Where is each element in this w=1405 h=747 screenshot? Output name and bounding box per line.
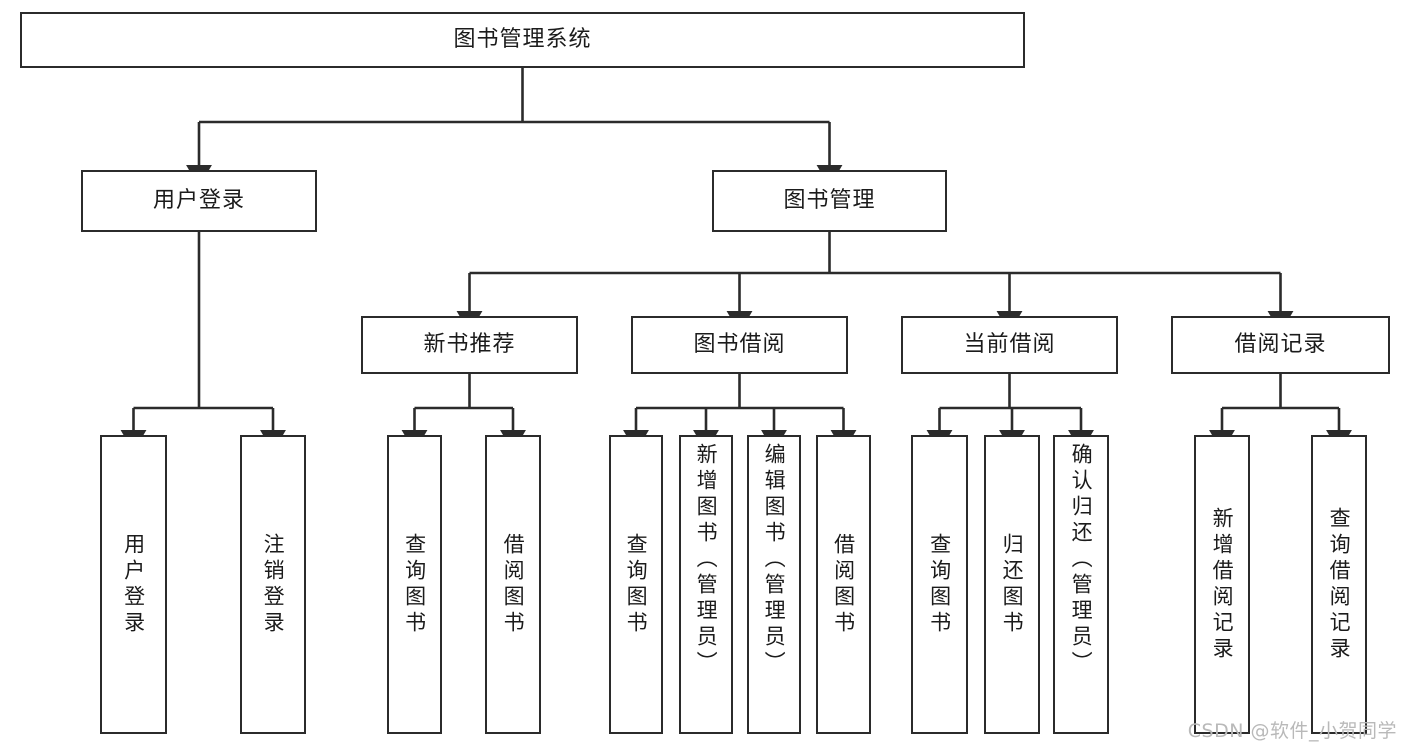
node-label: 查询借阅记录 bbox=[1327, 506, 1352, 663]
node-label: 查询图书 bbox=[624, 532, 649, 637]
node-new_book_rec[interactable]: 新书推荐 bbox=[361, 316, 578, 374]
watermark-text: CSDN @软件_小贺同学 bbox=[1187, 720, 1397, 742]
edges bbox=[120, 68, 1352, 452]
node-leaf_query_b2[interactable]: 查询图书 bbox=[609, 435, 663, 734]
node-leaf_confirm[interactable]: 确认归还（管理员） bbox=[1053, 435, 1109, 734]
node-label: 图书管理系统 bbox=[453, 26, 592, 52]
node-current_borrow[interactable]: 当前借阅 bbox=[901, 316, 1118, 374]
node-label: 借阅记录 bbox=[1234, 331, 1327, 357]
node-leaf_borrow_b2[interactable]: 借阅图书 bbox=[816, 435, 871, 734]
node-label: 查询图书 bbox=[927, 532, 952, 637]
node-leaf_query_b1[interactable]: 查询图书 bbox=[387, 435, 442, 734]
node-book_borrow[interactable]: 图书借阅 bbox=[631, 316, 848, 374]
node-leaf_add_rec[interactable]: 新增借阅记录 bbox=[1194, 435, 1250, 734]
node-label: 当前借阅 bbox=[963, 331, 1056, 357]
node-root[interactable]: 图书管理系统 bbox=[20, 12, 1025, 68]
node-label: 归还图书 bbox=[1000, 532, 1025, 637]
node-leaf_query_b3[interactable]: 查询图书 bbox=[911, 435, 968, 734]
node-label: 新增借阅记录 bbox=[1210, 506, 1235, 663]
node-label: 确认归还（管理员） bbox=[1069, 443, 1094, 677]
node-user_login[interactable]: 用户登录 bbox=[81, 170, 317, 232]
node-leaf_add_book[interactable]: 新增图书（管理员） bbox=[679, 435, 733, 734]
node-label: 新书推荐 bbox=[423, 331, 516, 357]
node-leaf_edit_book[interactable]: 编辑图书（管理员） bbox=[747, 435, 801, 734]
node-borrow_record[interactable]: 借阅记录 bbox=[1171, 316, 1390, 374]
node-leaf_logout[interactable]: 注销登录 bbox=[240, 435, 306, 734]
node-book_manage[interactable]: 图书管理 bbox=[712, 170, 947, 232]
node-leaf_borrow_b1[interactable]: 借阅图书 bbox=[485, 435, 541, 734]
node-label: 查询图书 bbox=[402, 532, 427, 637]
node-leaf_return[interactable]: 归还图书 bbox=[984, 435, 1040, 734]
node-label: 注销登录 bbox=[261, 532, 286, 637]
node-label: 图书借阅 bbox=[693, 331, 786, 357]
node-leaf_user_login[interactable]: 用户登录 bbox=[100, 435, 167, 734]
node-label: 借阅图书 bbox=[501, 532, 526, 637]
node-label: 新增图书（管理员） bbox=[694, 443, 719, 677]
node-leaf_query_rec[interactable]: 查询借阅记录 bbox=[1311, 435, 1367, 734]
node-label: 图书管理 bbox=[783, 187, 876, 213]
node-label: 借阅图书 bbox=[831, 532, 856, 637]
node-label: 编辑图书（管理员） bbox=[762, 443, 787, 677]
node-label: 用户登录 bbox=[121, 532, 146, 637]
node-label: 用户登录 bbox=[152, 187, 245, 213]
